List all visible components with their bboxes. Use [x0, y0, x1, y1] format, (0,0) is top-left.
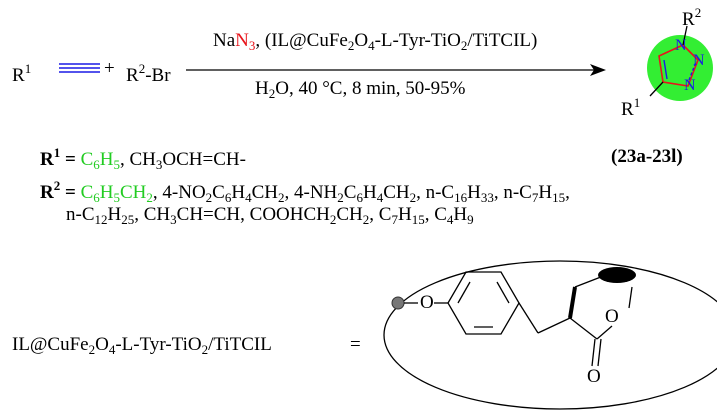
- r1-definition: R1 = C6H5, CH3OCH=CH-: [40, 145, 246, 172]
- azide-n3: N3: [235, 30, 256, 53]
- triazole-n1: N: [675, 37, 687, 54]
- catalyst-equals: =: [350, 334, 361, 355]
- triazole-product: [647, 25, 713, 101]
- r1-superscript: 1: [24, 61, 32, 76]
- r2-definition-line1: R2 = C6H5CH2, 4-NO2C6H4CH2, 4-NH2C6H4CH2…: [40, 178, 570, 205]
- catalyst-structure: [383, 260, 717, 410]
- triazole-n3: N: [684, 77, 696, 94]
- product-r2-label: R2: [682, 5, 702, 30]
- conditions-line: H2O, 40 °C, 8 min, 50-95%: [255, 78, 466, 101]
- ether-oxygen: O: [420, 292, 434, 313]
- reactant-r1-alkyne: R1: [12, 58, 31, 87]
- catalyst-name: IL@CuFe2O4-L-Tyr-TiO2/TiTCIL: [12, 334, 272, 357]
- carbonyl-oxygen: O: [587, 366, 601, 387]
- triazole-n2: N: [693, 52, 705, 69]
- r2-benzyl-highlight: C6H5CH2: [80, 182, 153, 205]
- alkyne-triple-bond: [59, 63, 100, 73]
- ring-oxygen: O: [605, 306, 619, 327]
- compound-range-label: (23a-23l): [611, 146, 683, 167]
- r1-letter: R: [12, 65, 25, 86]
- product-r1-label: R1: [621, 95, 641, 120]
- r2-definition-line2: n-C12H25, CH3CH=CH, COOHCH2CH2, C7H15, C…: [66, 204, 474, 227]
- reagent-line: NaN3, (IL@CuFe2O4-L-Tyr-TiO2/TiTCIL): [213, 30, 538, 53]
- reactant-r2-bromide: R2-Br: [126, 61, 171, 86]
- plus-sign: +: [104, 58, 115, 79]
- r1-phenyl-highlight: C6H5: [80, 149, 120, 172]
- reaction-arrow: [186, 64, 606, 76]
